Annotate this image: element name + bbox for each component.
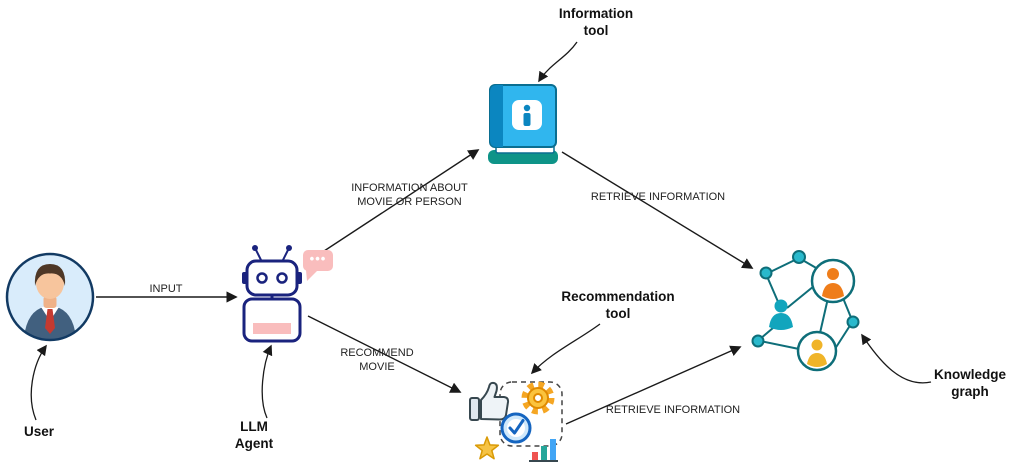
bar-chart-icon: [529, 439, 558, 462]
pointer-recommendation-tool-label: [530, 323, 601, 375]
speech-bubble-tail: [306, 270, 318, 281]
user-label: User: [23, 424, 55, 439]
llm-agent-icon: [242, 245, 318, 343]
pointer-user-label: [30, 344, 47, 421]
llm-agent-label: LLM Agent: [234, 419, 274, 451]
user-avatar-icon: [5, 252, 95, 342]
speech-bubble: •••: [303, 250, 333, 271]
recommend-movie-edge-label: RECOMMEND MOVIE: [340, 347, 414, 373]
graph-person-teal-icon: [769, 299, 793, 330]
recommendation-tool-label: Recommendation tool: [561, 289, 675, 321]
graph-person-orange-icon: [810, 258, 856, 304]
pointer-llm-agent-label: [261, 344, 273, 419]
thumbs-up-icon: [469, 381, 510, 421]
knowledge-graph-label: Knowledge graph: [933, 367, 1006, 399]
information-about-edge-label: INFORMATION ABOUT MOVIE OR PERSON: [351, 182, 468, 208]
speech-bubble-dots: •••: [309, 251, 327, 266]
recommendation-tool-icon: [469, 381, 563, 462]
pointer-knowledge-graph-label: [861, 333, 932, 384]
knowledge-graph-icon: [751, 250, 860, 372]
edge-recommendation-tool-to-knowledge-graph: [565, 345, 742, 425]
input-edge-label: INPUT: [149, 283, 183, 295]
graph-person-yellow-icon: [796, 330, 838, 372]
retrieve-information-bottom-edge-label: RETRIEVE INFORMATION: [605, 404, 741, 416]
pointer-information-tool-label: [538, 41, 578, 83]
edge-information-tool-to-knowledge-graph: [561, 151, 754, 269]
information-tool-icon: [488, 84, 558, 164]
gear-icon: [521, 381, 555, 415]
retrieve-information-top-edge-label: RETRIEVE INFORMATION: [590, 191, 726, 203]
edge-agent-to-recommendation-tool: [307, 315, 462, 393]
edge-agent-to-information-tool: [317, 149, 480, 256]
star-icon: [474, 436, 500, 460]
check-badge-icon: [500, 412, 532, 444]
information-tool-label: Information tool: [558, 6, 634, 38]
